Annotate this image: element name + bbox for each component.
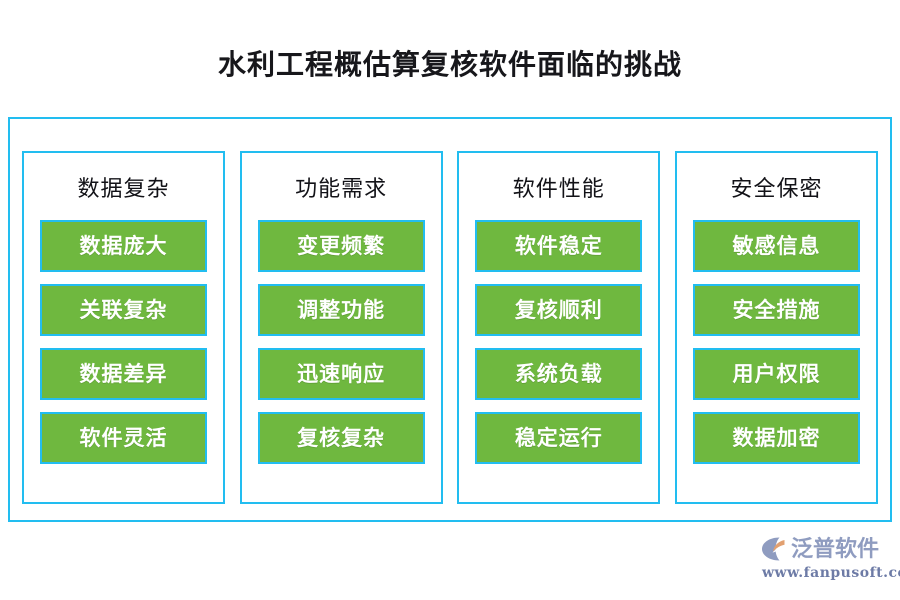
diagram-outer-frame: 数据复杂 数据庞大 关联复杂 数据差异 软件灵活 功能需求 变更频繁 调整功能 … <box>8 117 892 522</box>
item-chip[interactable]: 安全措施 <box>692 284 860 336</box>
item-chip[interactable]: 稳定运行 <box>475 412 643 464</box>
brand-url: www.fanpusoft.com <box>762 565 900 581</box>
column-item-list-1: 数据庞大 关联复杂 数据差异 软件灵活 <box>24 220 223 464</box>
item-chip[interactable]: 软件灵活 <box>40 412 207 464</box>
column-item-list-4: 敏感信息 安全措施 用户权限 数据加密 <box>677 220 876 464</box>
item-chip[interactable]: 变更频繁 <box>257 220 425 272</box>
fanpu-swoosh-icon <box>760 536 788 562</box>
item-chip[interactable]: 复核复杂 <box>257 412 425 464</box>
column-item-list-2: 变更频繁 调整功能 迅速响应 复核复杂 <box>242 220 441 464</box>
item-chip[interactable]: 数据差异 <box>40 348 207 400</box>
item-chip[interactable]: 软件稳定 <box>475 220 643 272</box>
column-header-4: 安全保密 <box>730 177 823 202</box>
column-card-2[interactable]: 功能需求 变更频繁 调整功能 迅速响应 复核复杂 <box>239 151 443 504</box>
item-chip[interactable]: 系统负载 <box>475 348 643 400</box>
item-chip[interactable]: 复核顺利 <box>475 284 643 336</box>
column-header-3: 软件性能 <box>512 177 605 202</box>
column-item-list-3: 软件稳定 复核顺利 系统负载 稳定运行 <box>459 220 658 464</box>
item-chip[interactable]: 数据加密 <box>692 412 860 464</box>
brand-name: 泛普软件 <box>791 536 880 562</box>
item-chip[interactable]: 用户权限 <box>692 348 860 400</box>
item-chip[interactable]: 关联复杂 <box>40 284 207 336</box>
page-title: 水利工程概估算复核软件面临的挑战 <box>217 48 682 81</box>
item-chip[interactable]: 数据庞大 <box>40 220 207 272</box>
diagram-columns-row: 数据复杂 数据庞大 关联复杂 数据差异 软件灵活 功能需求 变更频繁 调整功能 … <box>22 151 878 504</box>
column-header-1: 数据复杂 <box>77 177 170 202</box>
item-chip[interactable]: 调整功能 <box>257 284 425 336</box>
brand-logo: 泛普软件 www.fanpusoft.com <box>760 534 900 586</box>
column-header-2: 功能需求 <box>295 177 388 202</box>
column-card-4[interactable]: 安全保密 敏感信息 安全措施 用户权限 数据加密 <box>674 151 878 504</box>
item-chip[interactable]: 敏感信息 <box>692 220 860 272</box>
item-chip[interactable]: 迅速响应 <box>257 348 425 400</box>
brand-row: 泛普软件 <box>760 534 879 564</box>
column-card-3[interactable]: 软件性能 软件稳定 复核顺利 系统负载 稳定运行 <box>457 151 661 504</box>
column-card-1[interactable]: 数据复杂 数据庞大 关联复杂 数据差异 软件灵活 <box>22 151 225 504</box>
